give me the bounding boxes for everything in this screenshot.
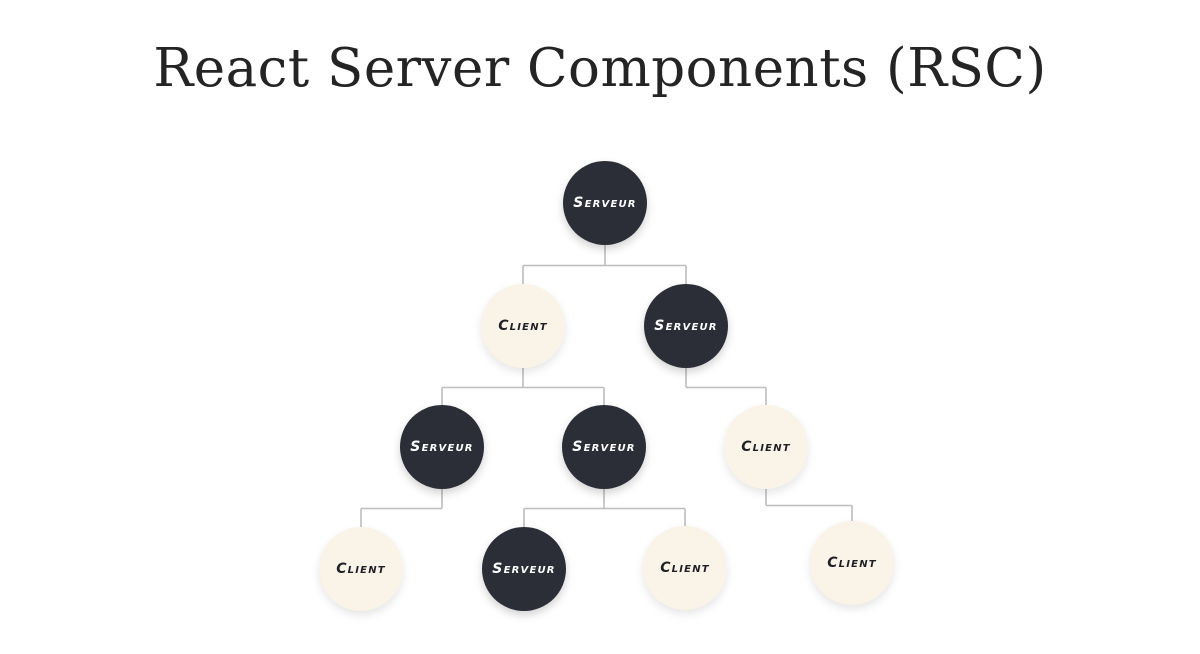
node-label: Client — [827, 555, 877, 571]
tree-node-client: Client — [810, 521, 894, 605]
tree-node-server: Serveur — [562, 405, 646, 489]
node-label: Client — [336, 561, 386, 577]
tree-node-server: Serveur — [482, 527, 566, 611]
page-title: React Server Components (RSC) — [153, 38, 1047, 99]
tree-connectors — [360, 245, 853, 527]
tree-node-client: Client — [481, 284, 565, 368]
tree-node-client: Client — [643, 526, 727, 610]
tree-node-client: Client — [319, 527, 403, 611]
node-label: Serveur — [654, 318, 718, 334]
tree-node-server: Serveur — [563, 161, 647, 245]
tree-node-client: Client — [724, 405, 808, 489]
tree-node-server: Serveur — [644, 284, 728, 368]
node-label: Serveur — [572, 439, 636, 455]
node-label: Client — [741, 439, 791, 455]
tree-node-server: Serveur — [400, 405, 484, 489]
node-label: Serveur — [410, 439, 474, 455]
node-label: Serveur — [573, 195, 637, 211]
node-label: Serveur — [492, 561, 556, 577]
node-label: Client — [498, 318, 548, 334]
node-label: Client — [660, 560, 710, 576]
